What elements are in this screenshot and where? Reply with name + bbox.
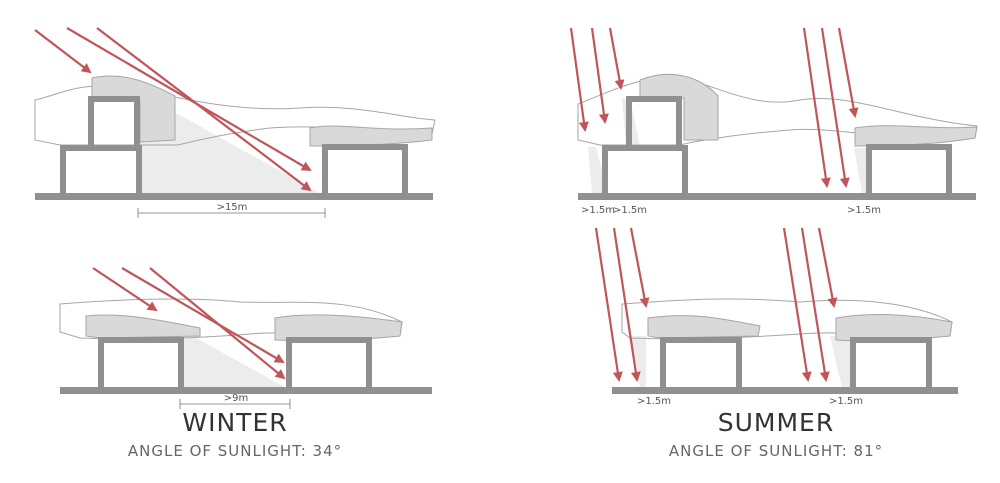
- winter-top-distance-label: >15m: [217, 202, 248, 213]
- winter-bottom-right-roof: [274, 314, 403, 342]
- winter-bottom-sun-rays: [92, 267, 286, 380]
- winter-subtitle: ANGLE OF SUNLIGHT: 34°: [127, 442, 343, 460]
- winter-bottom-frames: [60, 337, 432, 394]
- summer-bottom-sun-rays: [594, 227, 838, 382]
- winter-top-section: >15m: [34, 27, 436, 218]
- summer-top-distance-label-3: >1.5m: [847, 205, 881, 216]
- summer-top-section: >1.5m >1.5m >1.5m: [569, 27, 978, 216]
- winter-bottom-shadow: [180, 338, 290, 390]
- winter-bottom-left-roof: [85, 314, 201, 339]
- summer-top-right-roof: [854, 125, 978, 147]
- winter-top-left-roof: [91, 75, 176, 143]
- summer-bottom-right-roof: [835, 314, 953, 342]
- summer-top-distance-label-1: >1.5m: [581, 205, 615, 216]
- summer-title: SUMMER: [717, 408, 835, 437]
- summer-top-sun-rays: [569, 27, 859, 188]
- summer-bottom-distance-label-2: >1.5m: [829, 396, 863, 407]
- winter-bottom-section: >9m: [59, 267, 432, 409]
- winter-bottom-distance-label: >9m: [224, 393, 248, 404]
- winter-top-right-roof: [309, 125, 433, 147]
- summer-top-shadow-right: [854, 148, 868, 193]
- winter-title: WINTER: [182, 408, 288, 437]
- summer-bottom-shadow-right: [830, 336, 850, 388]
- summer-bottom-left-roof: [647, 315, 761, 339]
- summer-top-distance-label-2: >1.5m: [613, 205, 647, 216]
- winter-top-frames: [35, 96, 433, 200]
- summer-top-left-roof: [639, 73, 719, 141]
- summer-bottom-frames: [612, 337, 958, 394]
- winter-top-sun-rays: [34, 27, 312, 192]
- summer-bottom-section: >1.5m >1.5m: [594, 227, 958, 407]
- summer-bottom-distance-label-1: >1.5m: [637, 396, 671, 407]
- winter-top-shadow: [138, 114, 325, 196]
- summer-subtitle: ANGLE OF SUNLIGHT: 81°: [668, 442, 884, 460]
- summer-top-frames: [578, 96, 976, 200]
- summer-bottom-shadow-left: [630, 336, 646, 388]
